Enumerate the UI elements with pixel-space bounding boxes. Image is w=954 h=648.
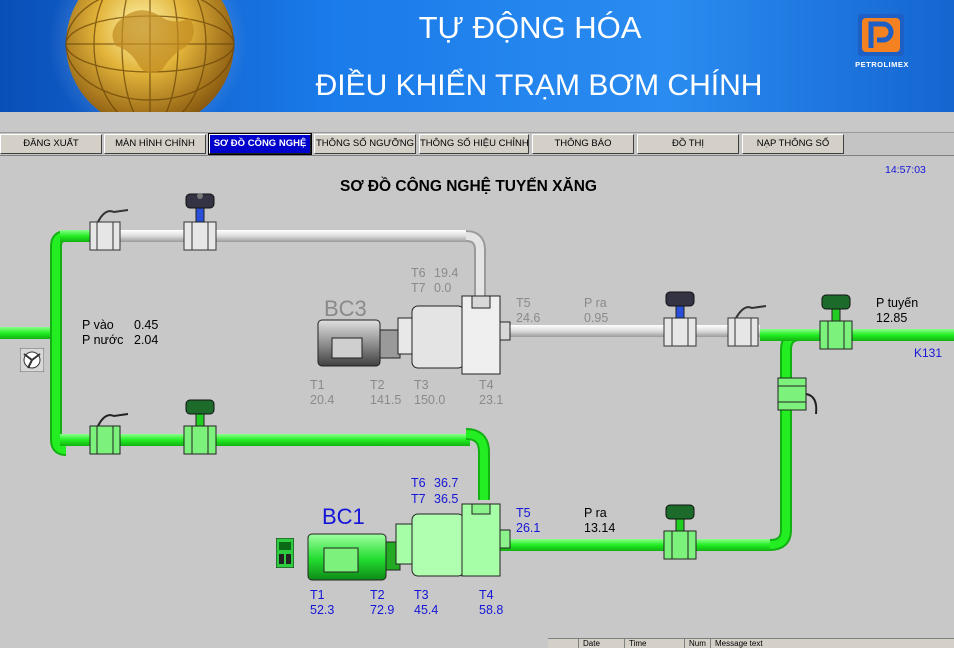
col-time[interactable]: Time [624, 639, 684, 648]
col-num[interactable]: Num [684, 639, 710, 648]
bc3-t7-value: 0.0 [434, 281, 452, 295]
col-date[interactable]: Date [578, 639, 624, 648]
bc1-t5-label: T5 [516, 506, 531, 520]
bc1-t6-value: 36.7 [434, 476, 459, 490]
diagram-title: SƠ ĐỒ CÔNG NGHỆ TUYẾN XĂNG [340, 178, 597, 195]
bc1-t1-value: 52.3 [310, 603, 335, 617]
app-title: TỰ ĐỘNG HÓA [418, 10, 642, 45]
globe-logo-icon [48, 0, 248, 130]
p-nuoc-label: P nước [82, 333, 124, 347]
tab-man-hinh-chinh[interactable]: MÀN HÌNH CHÍNH [104, 134, 206, 154]
bc3-p-ra-label: P ra [584, 296, 607, 310]
pipe-network [0, 193, 954, 581]
brand-name: PETROLIMEX [855, 60, 909, 69]
p-nuoc-value: 2.04 [134, 333, 159, 347]
bc3-t5-value: 24.6 [516, 311, 541, 325]
bc1-t4-label: T4 [479, 588, 494, 602]
active-pipe-line [0, 230, 954, 551]
tab-nap-thong-so[interactable]: NẠP THÔNG SỐ [742, 134, 844, 154]
fan-icon[interactable] [20, 348, 44, 372]
bc3-t1-label: T1 [310, 378, 325, 392]
tab-thong-bao[interactable]: THÔNG BÁO [532, 134, 634, 154]
pump-bc1-icon[interactable] [307, 503, 511, 581]
bc1-t7-label: T7 [411, 492, 426, 506]
line-id-label: K131 [914, 346, 943, 360]
control-valve-bottom-icon[interactable] [183, 399, 217, 455]
control-valve-top-icon[interactable] [183, 193, 217, 251]
petrolimex-logo-icon [858, 14, 904, 56]
bc1-control-panel-icon[interactable] [276, 538, 294, 568]
control-valve-bc3-outlet-icon[interactable] [663, 291, 697, 347]
manual-valve-top-icon[interactable] [89, 209, 129, 251]
tab-thong-so-nguong[interactable]: THÔNG SỐ NGƯỠNG [314, 134, 416, 154]
bc3-p-ra-value: 0.95 [584, 311, 609, 325]
bc3-t1-value: 20.4 [310, 393, 335, 407]
process-diagram: 14:57:03 SƠ ĐỒ CÔNG NGHỆ TUYẾN XĂNG P và… [0, 156, 954, 648]
control-valve-bc1-outlet-icon[interactable] [663, 504, 697, 560]
bc3-t2-label: T2 [370, 378, 385, 392]
tab-so-do-cong-nghe[interactable]: SƠ ĐỒ CÔNG NGHỆ [208, 133, 312, 155]
message-panel: Date Time Num Message text [548, 638, 954, 648]
p-vao-label: P vào [82, 318, 114, 332]
manual-valve-vertical-icon[interactable] [777, 377, 818, 415]
tab-do-thi[interactable]: ĐỒ THỊ [637, 134, 739, 154]
bc1-t4-value: 58.8 [479, 603, 504, 617]
bc3-t6-label: T6 [411, 266, 426, 280]
bc3-t3-label: T3 [414, 378, 429, 392]
p-tuyen-value: 12.85 [876, 311, 908, 325]
bc1-t2-value: 72.9 [370, 603, 395, 617]
bc3-t5-label: T5 [516, 296, 531, 310]
bc3-t3-value: 150.0 [414, 393, 446, 407]
pump-bc3-icon[interactable] [317, 295, 511, 375]
app-subtitle: ĐIỀU KHIỂN TRẠM BƠM CHÍNH [315, 69, 763, 102]
nav-bar: ĐĂNG XUẤT MÀN HÌNH CHÍNH SƠ ĐỒ CÔNG NGHỆ… [0, 133, 954, 156]
bc3-t2-value: 141.5 [370, 393, 402, 407]
bc1-p-ra-value: 13.14 [584, 521, 616, 535]
bc1-t5-value: 26.1 [516, 521, 541, 535]
bc3-name[interactable]: BC3 [324, 296, 367, 321]
bc1-t6-label: T6 [411, 476, 426, 490]
bc1-name[interactable]: BC1 [322, 504, 365, 529]
control-valve-line-icon[interactable] [819, 294, 853, 350]
tab-thong-so-hieu-chinh[interactable]: THÔNG SỐ HIỆU CHỈNH [419, 134, 529, 154]
p-vao-value: 0.45 [134, 318, 159, 332]
bc3-t6-value: 19.4 [434, 266, 459, 280]
bc1-t3-value: 45.4 [414, 603, 439, 617]
header-separator [0, 112, 954, 133]
bc1-p-ra-label: P ra [584, 506, 607, 520]
clock-display: 14:57:03 [885, 164, 926, 176]
bc3-t4-label: T4 [479, 378, 494, 392]
tab-dang-xuat[interactable]: ĐĂNG XUẤT [0, 134, 102, 154]
col-message-text[interactable]: Message text [710, 639, 954, 648]
bc3-t7-label: T7 [411, 281, 426, 295]
bc1-t7-value: 36.5 [434, 492, 459, 506]
manual-valve-bottom-icon[interactable] [89, 413, 129, 455]
manual-valve-bc3-outlet-icon[interactable] [727, 305, 767, 347]
bc3-t4-value: 23.1 [479, 393, 504, 407]
p-tuyen-label: P tuyến [876, 296, 919, 310]
bc1-t1-label: T1 [310, 588, 325, 602]
bc1-t3-label: T3 [414, 588, 429, 602]
bc1-t2-label: T2 [370, 588, 385, 602]
header-banner: TỰ ĐỘNG HÓA ĐIỀU KHIỂN TRẠM BƠM CHÍNH PE… [0, 0, 954, 130]
